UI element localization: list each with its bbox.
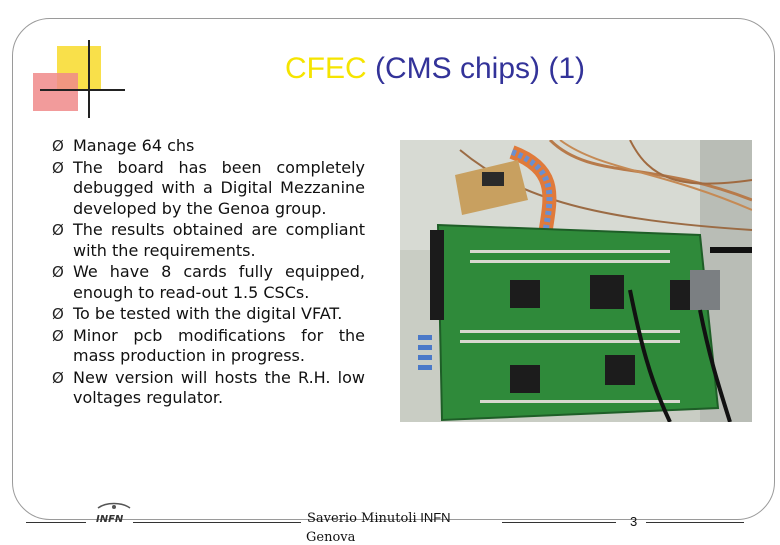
title-accent: CFEC xyxy=(284,52,367,85)
footer-rule-middle xyxy=(133,522,301,523)
arrow-bullet-icon: Ø xyxy=(52,305,64,323)
pcb-board-photo xyxy=(400,140,752,422)
arrow-bullet-icon: Ø xyxy=(52,137,64,155)
arrow-bullet-icon: Ø xyxy=(52,158,64,177)
infn-logo: INFN xyxy=(96,502,131,525)
arrow-bullet-icon: Ø xyxy=(52,326,64,345)
page-number: 3 xyxy=(630,514,638,529)
footer-city: Genova xyxy=(306,530,356,545)
pcb-board-illustration xyxy=(400,140,752,422)
slide-title: CFEC (CMS chips) (1) xyxy=(180,52,690,86)
title-rest: (CMS chips) (1) xyxy=(366,52,586,85)
slide-frame xyxy=(12,18,775,520)
arrow-bullet-icon: Ø xyxy=(52,263,64,281)
arrow-bullet-icon: Ø xyxy=(52,368,64,387)
footer-rule-far-right xyxy=(646,522,744,523)
footer-rule-left xyxy=(26,522,86,523)
footer-rule-right xyxy=(502,522,616,523)
decor-vertical-line xyxy=(88,40,90,118)
arrow-bullet-icon: Ø xyxy=(52,221,64,239)
svg-text:INFN: INFN xyxy=(96,514,124,525)
footer-author: Saverio Minutoli INFN xyxy=(307,510,451,526)
decor-horizontal-line xyxy=(40,89,125,91)
decor-red-square xyxy=(33,73,78,111)
